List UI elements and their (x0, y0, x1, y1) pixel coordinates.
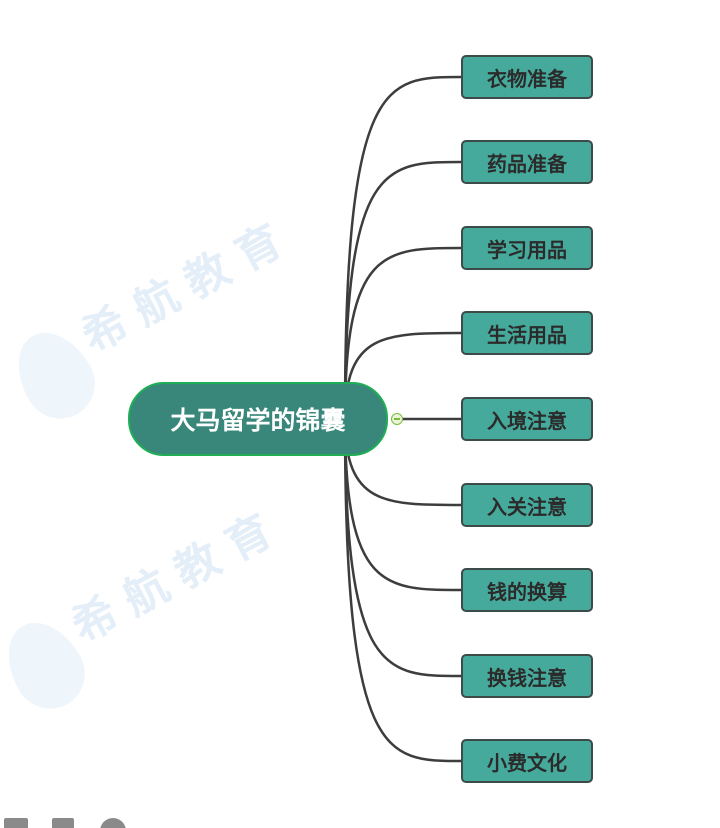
subtopic-node[interactable]: 学习用品 (461, 226, 593, 270)
toolbar-icon[interactable] (4, 818, 28, 828)
root-topic[interactable]: 大马留学的锦囊 (128, 382, 388, 456)
subtopic-node[interactable]: 药品准备 (461, 140, 593, 184)
toolbar-icon[interactable] (52, 818, 74, 828)
toolbar-icon[interactable] (100, 818, 126, 828)
subtopic-node[interactable]: 钱的换算 (461, 568, 593, 612)
subtopic-node[interactable]: 入境注意 (461, 397, 593, 441)
connector-line (343, 246, 462, 420)
subtopic-node[interactable]: 换钱注意 (461, 654, 593, 698)
subtopic-node[interactable]: 小费文化 (461, 739, 593, 783)
connector-line (343, 160, 462, 420)
connector-line (343, 75, 462, 420)
collapse-toggle-icon[interactable] (391, 413, 403, 425)
connector-line (343, 418, 462, 763)
subtopic-node[interactable]: 生活用品 (461, 311, 593, 355)
subtopic-node[interactable]: 入关注意 (461, 483, 593, 527)
subtopic-node[interactable]: 衣物准备 (461, 55, 593, 99)
